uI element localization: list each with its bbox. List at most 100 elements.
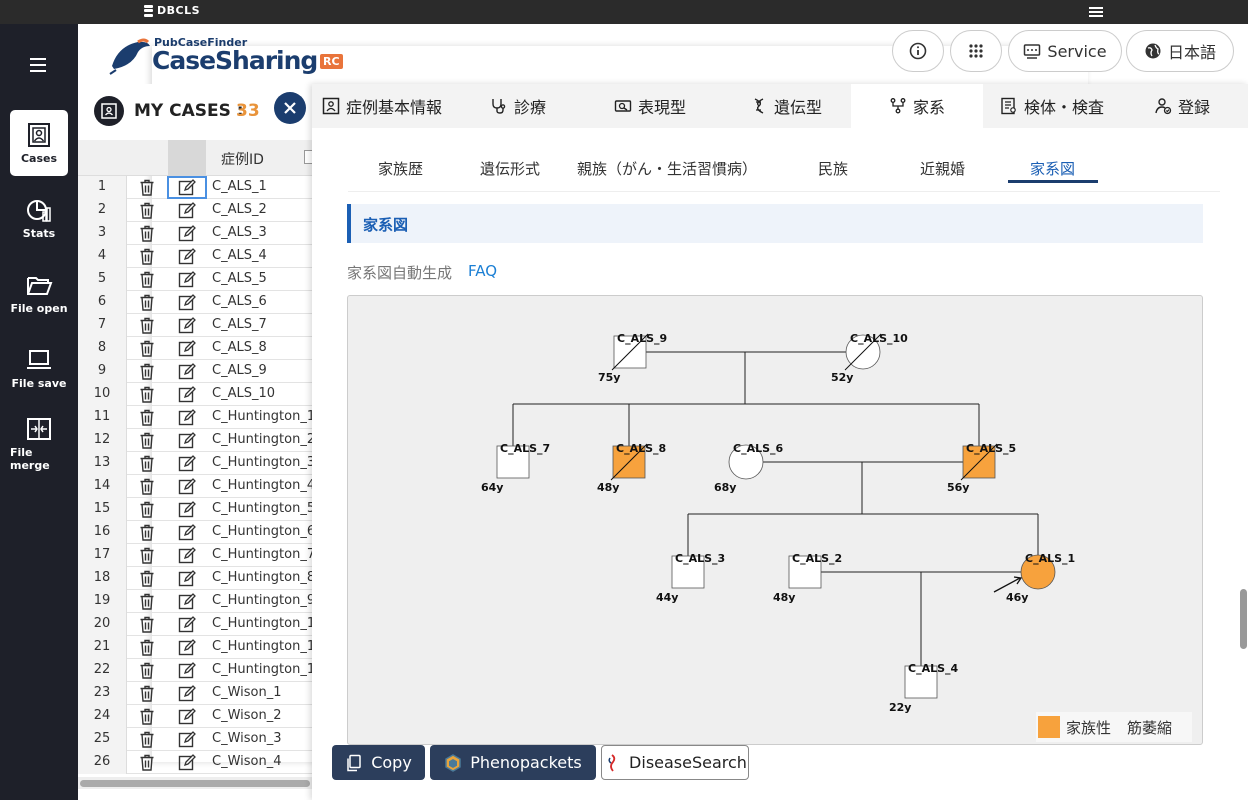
subtab-pedigree[interactable]: 家系図 <box>1030 160 1076 178</box>
subtab-inheritance[interactable]: 遺伝形式 <box>480 160 541 178</box>
case-id-cell[interactable]: C_Huntington_8 <box>212 570 312 585</box>
case-id-cell[interactable]: C_ALS_7 <box>212 317 267 332</box>
case-id-cell[interactable]: C_Huntington_7 <box>212 547 312 562</box>
service-button[interactable]: Service <box>1008 30 1122 72</box>
subtab-consanguinity[interactable]: 近親婚 <box>920 160 966 178</box>
case-id-cell[interactable]: C_Wison_2 <box>212 708 282 723</box>
dbcls-brand[interactable]: DBCLS <box>144 4 200 17</box>
faq-link[interactable]: FAQ <box>468 262 498 280</box>
nav-item-stats[interactable]: Stats <box>10 185 68 251</box>
case-id-cell[interactable]: C_ALS_5 <box>212 271 267 286</box>
trash-icon[interactable] <box>138 317 156 334</box>
info-button[interactable] <box>892 30 944 72</box>
tab-family[interactable]: 家系 <box>851 84 983 128</box>
copy-button[interactable]: Copy <box>332 745 425 780</box>
case-id-cell[interactable]: C_ALS_9 <box>212 363 267 378</box>
edit-icon[interactable] <box>178 708 196 725</box>
case-id-cell[interactable]: C_ALS_10 <box>212 386 276 401</box>
tab-phenotype[interactable]: 表現型 <box>604 84 714 128</box>
trash-icon[interactable] <box>138 731 156 748</box>
trash-icon[interactable] <box>138 202 156 219</box>
trash-icon[interactable] <box>138 271 156 288</box>
trash-icon[interactable] <box>138 179 156 196</box>
trash-icon[interactable] <box>138 616 156 633</box>
case-id-cell[interactable]: C_ALS_6 <box>212 294 267 309</box>
case-id-cell[interactable]: C_Huntington_9 <box>212 593 312 608</box>
trash-icon[interactable] <box>138 662 156 679</box>
trash-icon[interactable] <box>138 639 156 656</box>
trash-icon[interactable] <box>138 501 156 518</box>
trash-icon[interactable] <box>138 294 156 311</box>
nav-item-file-open[interactable]: File open <box>10 260 68 326</box>
edit-icon[interactable] <box>178 179 196 196</box>
edit-icon[interactable] <box>178 317 196 334</box>
edit-icon[interactable] <box>178 202 196 219</box>
edit-icon[interactable] <box>178 294 196 311</box>
edit-icon[interactable] <box>178 593 196 610</box>
trash-icon[interactable] <box>138 386 156 403</box>
trash-icon[interactable] <box>138 455 156 472</box>
edit-icon[interactable] <box>178 271 196 288</box>
edit-icon[interactable] <box>178 616 196 633</box>
phenopackets-button[interactable]: Phenopackets <box>430 745 596 780</box>
edit-icon[interactable] <box>178 570 196 587</box>
case-id-cell[interactable]: C_ALS_2 <box>212 202 267 217</box>
case-id-cell[interactable]: C_ALS_1 <box>212 179 267 194</box>
tab-treatment[interactable]: 診療 <box>480 84 580 128</box>
edit-icon[interactable] <box>178 662 196 679</box>
case-id-cell[interactable]: C_ALS_3 <box>212 225 267 240</box>
subtab-family-history[interactable]: 家族歴 <box>378 160 424 178</box>
panel-vertical-scrollbar[interactable] <box>1238 204 1248 734</box>
app-logo[interactable]: PubCaseFinder CaseSharing RC <box>108 32 1088 762</box>
case-id-cell[interactable]: C_Wison_4 <box>212 754 282 769</box>
case-id-cell[interactable]: C_Huntington_6 <box>212 524 312 539</box>
case-id-cell[interactable]: C_Wison_3 <box>212 731 282 746</box>
trash-icon[interactable] <box>138 363 156 380</box>
case-id-column-header[interactable]: 症例ID <box>221 152 264 168</box>
case-id-cell[interactable]: C_Huntington_1 <box>212 409 312 424</box>
edit-icon[interactable] <box>178 685 196 702</box>
edit-icon[interactable] <box>178 478 196 495</box>
grid-horizontal-scrollbar[interactable] <box>78 777 312 789</box>
edit-icon[interactable] <box>178 248 196 265</box>
tab-basic-info[interactable]: 症例基本情報 <box>312 84 462 128</box>
tab-genotype[interactable]: 遺伝型 <box>740 84 850 128</box>
nav-item-file-save[interactable]: File save <box>10 335 68 401</box>
apps-button[interactable] <box>950 30 1002 72</box>
case-id-cell[interactable]: C_Wison_1 <box>212 685 282 700</box>
case-id-cell[interactable]: C_ALS_8 <box>212 340 267 355</box>
edit-icon[interactable] <box>178 524 196 541</box>
case-id-cell[interactable]: C_Huntington_2 <box>212 432 312 447</box>
subtab-relatives-cancer[interactable]: 親族（がん・生活習慣病） <box>577 160 758 178</box>
trash-icon[interactable] <box>138 685 156 702</box>
edit-icon[interactable] <box>178 432 196 449</box>
edit-icon[interactable] <box>178 501 196 518</box>
trash-icon[interactable] <box>138 248 156 265</box>
trash-icon[interactable] <box>138 570 156 587</box>
close-panel-button[interactable] <box>274 92 306 124</box>
edit-icon[interactable] <box>178 225 196 242</box>
